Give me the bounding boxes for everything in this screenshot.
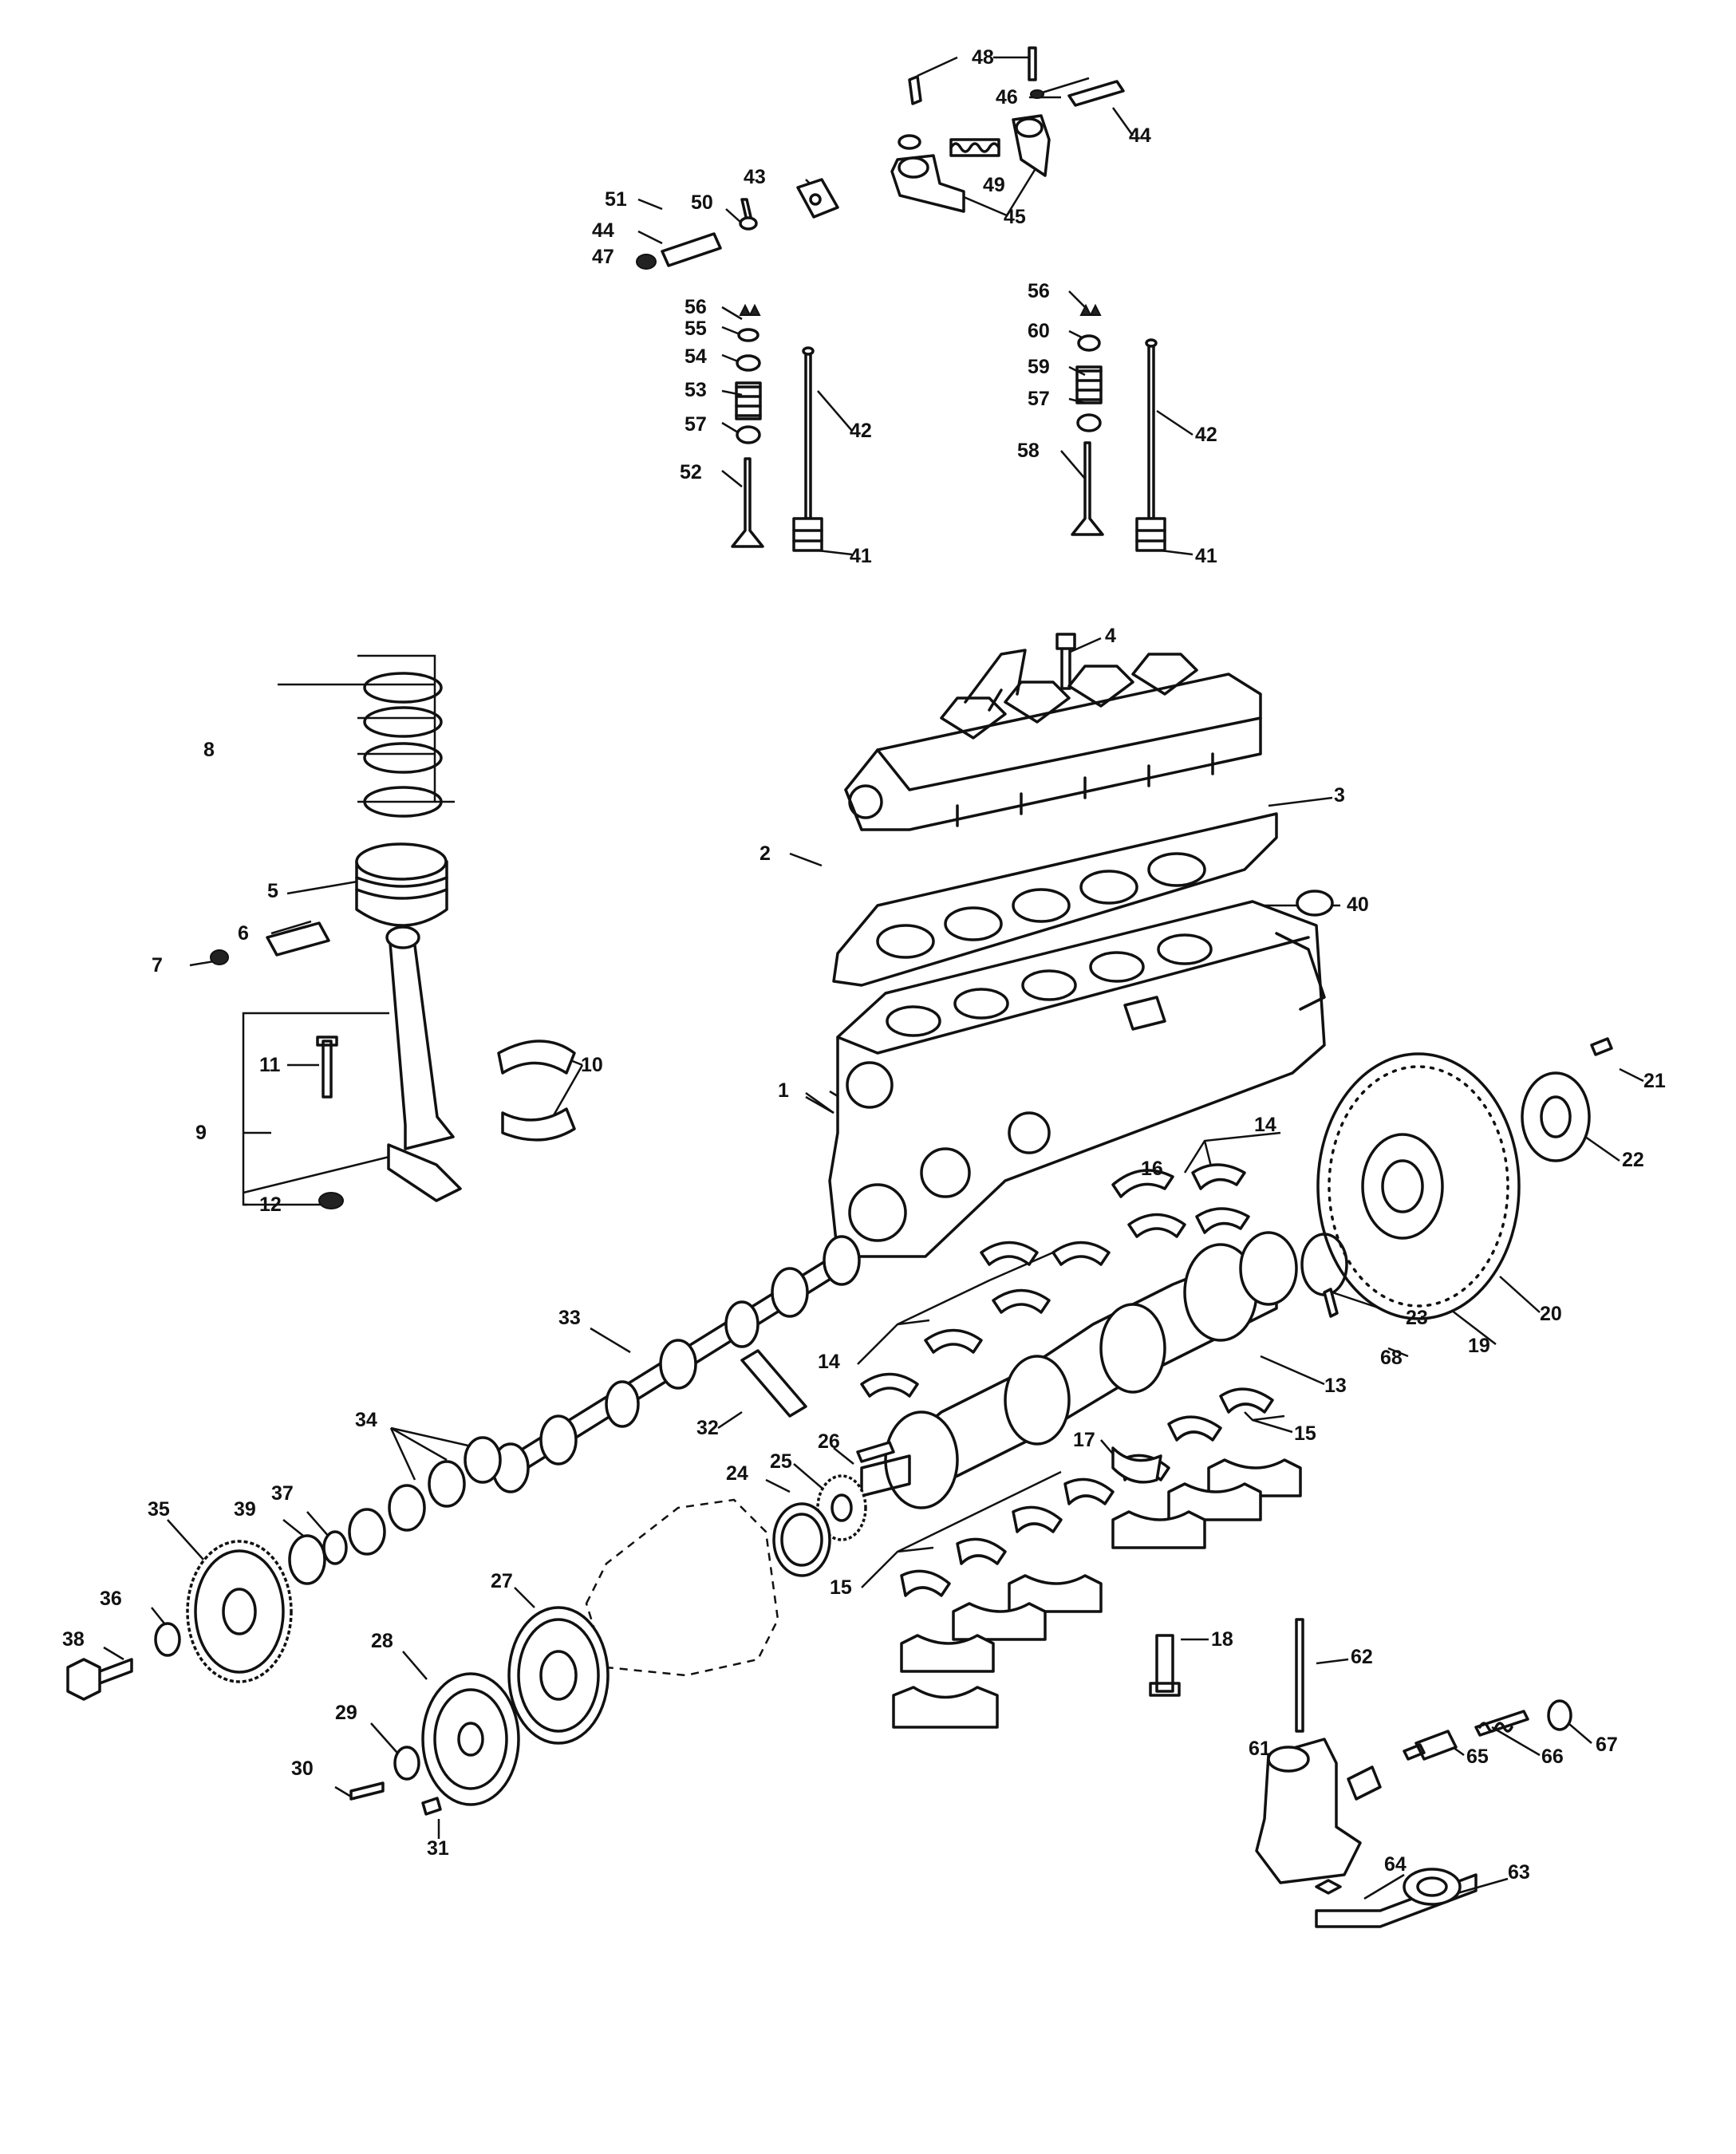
label-56a: 56 (685, 296, 707, 318)
label-52: 52 (680, 461, 702, 483)
label-58: 58 (1017, 440, 1040, 462)
label-54: 54 (685, 345, 707, 368)
label-13: 13 (1324, 1375, 1347, 1397)
label-17: 17 (1073, 1429, 1095, 1451)
label-59: 59 (1028, 356, 1050, 378)
label-63: 63 (1508, 1861, 1530, 1884)
label-57a: 57 (685, 413, 707, 436)
parts (66, 46, 1613, 1928)
timing-chain (740, 1349, 807, 1418)
label-46: 46 (996, 86, 1018, 108)
timing-cover (585, 1498, 779, 1677)
label-26: 26 (818, 1430, 840, 1453)
intake-valve-assembly (731, 303, 823, 552)
label-60: 60 (1028, 320, 1050, 342)
label-14a: 14 (1254, 1114, 1276, 1136)
label-44a: 44 (1129, 124, 1151, 147)
label-50: 50 (691, 191, 713, 214)
label-15b: 15 (830, 1576, 852, 1599)
label-48: 48 (972, 46, 994, 69)
label-28: 28 (371, 1630, 393, 1652)
label-45: 45 (1004, 206, 1026, 228)
oil-pump-group (1255, 1618, 1572, 1928)
label-38: 38 (62, 1628, 85, 1651)
pulley-group (349, 1606, 610, 1816)
core-plug (1296, 890, 1334, 917)
label-3: 3 (1334, 784, 1345, 807)
label-35: 35 (148, 1498, 170, 1521)
main-bearing-caps (892, 1458, 1302, 1729)
label-30: 30 (291, 1758, 314, 1780)
label-9: 9 (195, 1122, 207, 1144)
cylinder-block (828, 890, 1334, 1258)
label-2: 2 (760, 842, 771, 865)
label-66: 66 (1541, 1746, 1564, 1768)
label-1: 1 (778, 1079, 789, 1102)
label-31: 31 (427, 1837, 449, 1860)
label-67: 67 (1596, 1734, 1618, 1756)
label-32: 32 (696, 1417, 719, 1439)
label-29: 29 (335, 1702, 357, 1724)
label-62: 62 (1351, 1646, 1373, 1668)
label-65: 65 (1466, 1746, 1489, 1768)
label-25: 25 (770, 1450, 792, 1473)
label-15a: 15 (1294, 1422, 1316, 1445)
label-7: 7 (152, 954, 163, 976)
label-56b: 56 (1028, 280, 1050, 302)
label-11: 11 (259, 1054, 281, 1076)
label-21: 21 (1643, 1070, 1666, 1092)
label-68: 68 (1380, 1347, 1403, 1369)
piston-assembly (210, 672, 576, 1209)
label-42b: 42 (1195, 424, 1217, 446)
label-4: 4 (1105, 625, 1116, 647)
label-51: 51 (605, 188, 627, 211)
label-18: 18 (1211, 1628, 1233, 1651)
label-47: 47 (592, 246, 614, 268)
cam-gear-group (66, 1530, 348, 1701)
label-41b: 41 (1195, 545, 1217, 567)
label-14b: 14 (818, 1351, 840, 1373)
label-43: 43 (744, 166, 766, 188)
label-53: 53 (685, 379, 707, 401)
flywheel-group (1300, 1037, 1613, 1320)
camshaft (491, 1235, 861, 1493)
label-16: 16 (1141, 1158, 1163, 1180)
label-6: 6 (238, 922, 249, 945)
crankshaft (860, 1231, 1298, 1509)
exhaust-valve-assembly (1071, 303, 1166, 552)
label-22: 22 (1622, 1149, 1644, 1171)
crank-gear-group (772, 1441, 895, 1577)
label-19: 19 (1468, 1335, 1490, 1357)
label-23: 23 (1406, 1307, 1428, 1329)
label-37: 37 (271, 1482, 294, 1505)
bearing-shells (860, 1163, 1274, 1597)
label-20: 20 (1540, 1303, 1562, 1325)
label-10: 10 (581, 1054, 603, 1076)
label-41a: 41 (850, 545, 872, 567)
label-49: 49 (983, 174, 1005, 196)
label-34: 34 (355, 1409, 377, 1431)
label-12: 12 (259, 1193, 282, 1216)
head-gasket (832, 812, 1278, 987)
label-61: 61 (1249, 1738, 1271, 1760)
label-57b: 57 (1028, 388, 1050, 410)
cylinder-head (844, 649, 1262, 831)
rocker-parts (636, 46, 1125, 270)
label-55: 55 (685, 318, 707, 340)
label-44b: 44 (592, 219, 614, 242)
cam-bearings (348, 1436, 502, 1556)
part-labels: 48 46 44 49 45 43 51 50 44 47 56 55 54 5… (62, 46, 1666, 1884)
label-40: 40 (1347, 894, 1369, 916)
label-36: 36 (100, 1588, 122, 1610)
label-8: 8 (203, 739, 215, 761)
label-64: 64 (1384, 1853, 1407, 1876)
label-39: 39 (234, 1498, 256, 1521)
head-bolt (1055, 633, 1076, 690)
label-24: 24 (726, 1462, 748, 1485)
label-5: 5 (267, 880, 278, 902)
label-33: 33 (558, 1307, 581, 1329)
label-27: 27 (491, 1570, 513, 1592)
label-42a: 42 (850, 420, 872, 442)
